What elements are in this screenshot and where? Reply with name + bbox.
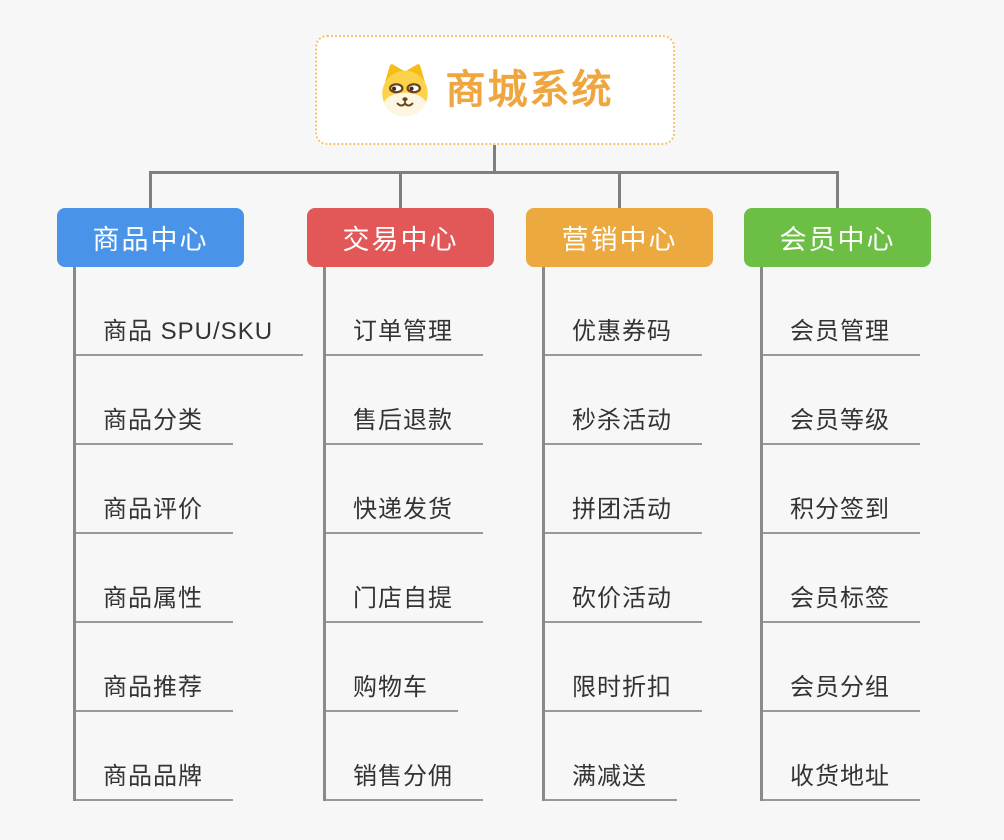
list-item[interactable]: 秒杀活动	[545, 356, 702, 445]
list-item[interactable]: 商品推荐	[76, 623, 233, 712]
list-item[interactable]: 快递发货	[326, 445, 483, 534]
root-connector-stem	[493, 145, 496, 174]
branch-connector-drop	[618, 171, 621, 210]
list-item[interactable]: 限时折扣	[545, 623, 702, 712]
branch-connector-drop	[836, 171, 839, 210]
branch-header-marketing-center[interactable]: 营销中心	[526, 208, 713, 267]
list-item[interactable]: 会员等级	[763, 356, 920, 445]
branch-list-trade-center: 订单管理 售后退款 快递发货 门店自提 购物车 销售分佣	[323, 267, 483, 801]
branch-list-product-center: 商品 SPU/SKU 商品分类 商品评价 商品属性 商品推荐 商品品牌	[73, 267, 304, 801]
list-item[interactable]: 积分签到	[763, 445, 920, 534]
list-item[interactable]: 收货地址	[763, 712, 920, 801]
root-title: 商城系统	[445, 68, 614, 112]
branch-connector-bus	[149, 171, 839, 174]
list-item[interactable]: 商品分类	[76, 356, 233, 445]
list-item[interactable]: 商品 SPU/SKU	[76, 267, 304, 356]
list-item[interactable]: 购物车	[326, 623, 458, 712]
list-item[interactable]: 门店自提	[326, 534, 483, 623]
list-item[interactable]: 满减送	[545, 712, 677, 801]
list-item[interactable]: 拼团活动	[545, 445, 702, 534]
branch-connector-drop	[149, 171, 152, 210]
list-item[interactable]: 优惠券码	[545, 267, 702, 356]
list-item[interactable]: 商品品牌	[76, 712, 233, 801]
list-item[interactable]: 订单管理	[326, 267, 483, 356]
branch-header-product-center[interactable]: 商品中心	[57, 208, 244, 267]
branch-connector-drop	[399, 171, 402, 210]
dog-face-icon	[381, 64, 428, 117]
list-item[interactable]: 会员分组	[763, 623, 920, 712]
list-item[interactable]: 售后退款	[326, 356, 483, 445]
branch-list-marketing-center: 优惠券码 秒杀活动 拼团活动 砍价活动 限时折扣 满减送	[542, 267, 702, 801]
list-item[interactable]: 会员管理	[763, 267, 920, 356]
branch-header-trade-center[interactable]: 交易中心	[307, 208, 494, 267]
branch-list-member-center: 会员管理 会员等级 积分签到 会员标签 会员分组 收货地址	[760, 267, 920, 801]
list-item[interactable]: 砍价活动	[545, 534, 702, 623]
root-node[interactable]: 商城系统	[315, 35, 675, 145]
list-item[interactable]: 商品属性	[76, 534, 233, 623]
branch-header-member-center[interactable]: 会员中心	[744, 208, 931, 267]
list-item[interactable]: 销售分佣	[326, 712, 483, 801]
list-item[interactable]: 商品评价	[76, 445, 233, 534]
list-item[interactable]: 会员标签	[763, 534, 920, 623]
